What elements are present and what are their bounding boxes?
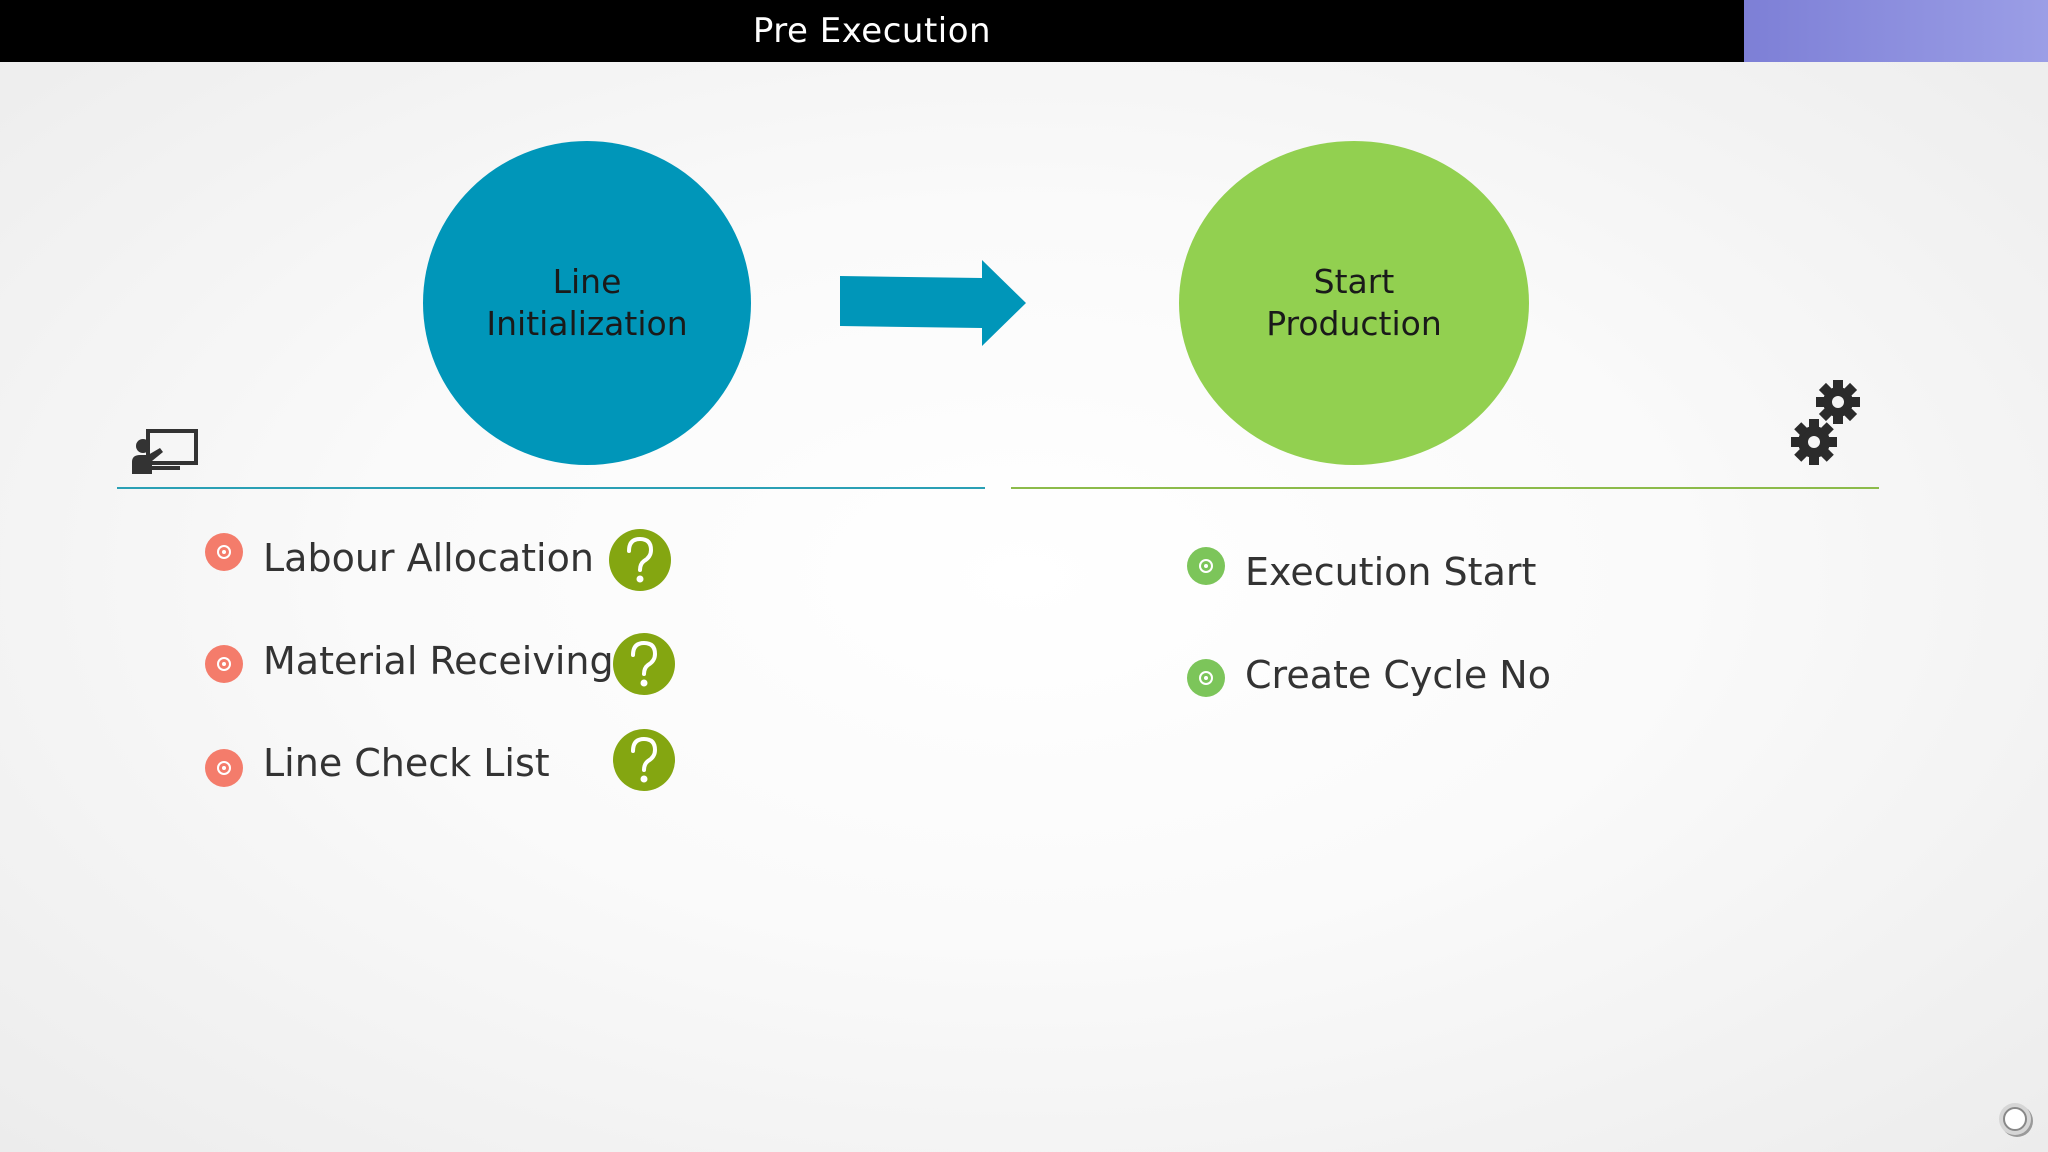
stage-start-production: Start Production <box>1179 141 1529 465</box>
target-bullet-icon <box>1187 547 1225 585</box>
target-bullet-icon <box>205 749 243 787</box>
flow-arrow <box>840 260 1026 346</box>
divider-right <box>1011 487 1879 489</box>
stage-line-initialization: Line Initialization <box>423 141 751 465</box>
question-icon[interactable] <box>612 728 676 792</box>
stage-label: Line Initialization <box>486 262 688 343</box>
target-bullet-icon <box>205 533 243 571</box>
stage-label: Start Production <box>1266 262 1442 343</box>
target-bullet-icon <box>205 645 243 683</box>
question-icon[interactable] <box>608 528 672 592</box>
list-item-label: Create Cycle No <box>1245 653 1551 697</box>
page-title: Pre Execution <box>752 11 992 51</box>
divider-left <box>117 487 985 489</box>
question-icon[interactable] <box>612 632 676 696</box>
title-bar: Pre Execution <box>0 0 1744 62</box>
list-item-label: Material Receiving <box>263 639 614 683</box>
list-item-label: Labour Allocation <box>263 536 594 580</box>
gears-icon <box>1791 380 1860 465</box>
target-bullet-icon <box>1187 659 1225 697</box>
accent-bar <box>1744 0 2048 62</box>
list-item-label: Execution Start <box>1245 550 1537 594</box>
presentation-board-icon <box>132 429 198 474</box>
slide-nav-icon[interactable] <box>1996 1100 2036 1140</box>
list-item-label: Line Check List <box>263 741 550 785</box>
